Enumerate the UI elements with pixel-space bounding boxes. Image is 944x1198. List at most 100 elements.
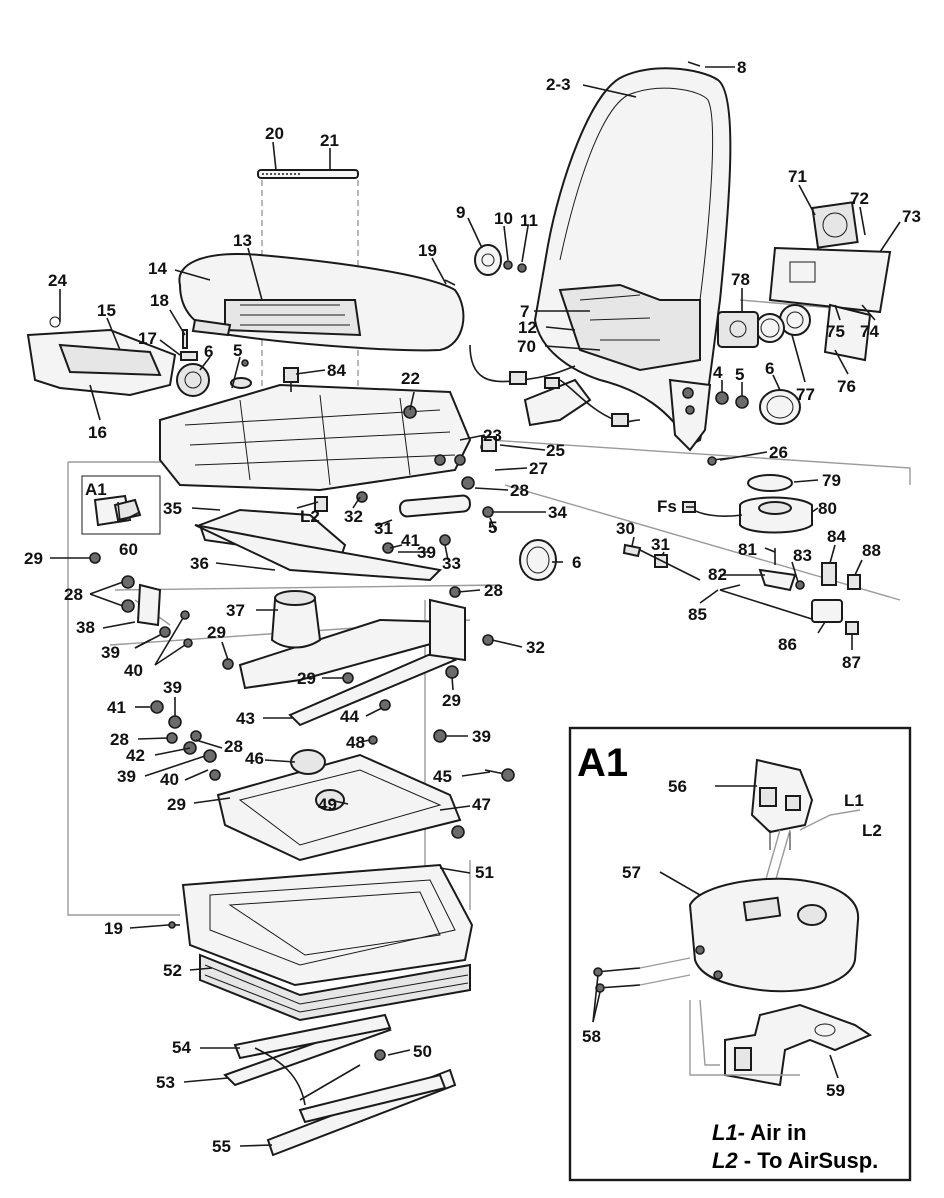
callout-40-lower: 40 xyxy=(160,770,179,789)
callout-33: 33 xyxy=(442,554,461,573)
callout-39-right: 39 xyxy=(472,727,491,746)
callout-40-left: 40 xyxy=(124,661,143,680)
inset-a1-panel xyxy=(568,726,912,1182)
callout-75: 75 xyxy=(826,322,845,341)
leader-lines xyxy=(50,66,901,1147)
callout-29-center: 29 xyxy=(207,623,226,642)
backrest-knob xyxy=(474,244,527,276)
callout-L1-inset: L1 xyxy=(844,791,864,810)
callout-79: 79 xyxy=(822,471,841,490)
inset-title: A1 xyxy=(577,741,628,785)
legend-l2: L2 - To AirSusp. xyxy=(712,1148,878,1173)
callout-6-mid: 6 xyxy=(572,553,581,572)
callout-70: 70 xyxy=(517,337,536,356)
callout-28-lower: 28 xyxy=(110,730,129,749)
upper-frame xyxy=(159,363,472,492)
legend-l2-text: - To AirSusp. xyxy=(738,1148,879,1173)
callout-60: 60 xyxy=(119,540,138,559)
callout-42: 42 xyxy=(126,746,145,765)
inset-text: A1 L1- Air in L2 - To AirSusp. xyxy=(577,741,878,1173)
callout-16: 16 xyxy=(88,423,107,442)
legend-l1: L1- Air in xyxy=(712,1120,807,1145)
callout-34: 34 xyxy=(548,503,567,522)
callout-47: 47 xyxy=(472,795,491,814)
seat-cushion xyxy=(178,169,465,352)
callout-39-upper: 39 xyxy=(163,678,182,697)
callout-10: 10 xyxy=(494,209,513,228)
callout-87: 87 xyxy=(842,653,861,672)
slide-rails xyxy=(223,1013,457,1157)
callout-74: 74 xyxy=(860,322,879,341)
callout-88: 88 xyxy=(862,541,881,560)
callout-84-cushion: 84 xyxy=(327,361,346,380)
callout-25: 25 xyxy=(546,441,565,460)
callout-12: 12 xyxy=(518,318,537,337)
callout-39-lower: 39 xyxy=(117,767,136,786)
callout-83: 83 xyxy=(793,546,812,565)
callout-52: 52 xyxy=(163,961,182,980)
callout-A1-small: A1 xyxy=(85,480,107,499)
callout-29-base: 29 xyxy=(167,795,186,814)
callout-31-right: 31 xyxy=(651,535,670,554)
callout-54: 54 xyxy=(172,1038,191,1057)
lumbar-pump-parts xyxy=(715,201,892,425)
callout-85: 85 xyxy=(688,605,707,624)
callout-53: 53 xyxy=(156,1073,175,1092)
callout-4: 4 xyxy=(713,363,723,382)
legend-l2-key: L2 xyxy=(712,1148,738,1173)
callout-38: 38 xyxy=(76,618,95,637)
scissor-mechanism xyxy=(194,494,557,727)
callout-39-mid: 39 xyxy=(417,543,436,562)
callout-44: 44 xyxy=(340,707,359,726)
seat-back xyxy=(523,61,732,452)
callout-28-right: 28 xyxy=(510,481,529,500)
callout-23: 23 xyxy=(483,426,502,445)
callout-28-lower-right: 28 xyxy=(224,737,243,756)
small-parts xyxy=(168,279,497,929)
callout-24: 24 xyxy=(48,271,67,290)
callout-41-lower: 41 xyxy=(107,698,126,717)
callout-L2-main: L2 xyxy=(300,507,320,526)
callout-6-back: 6 xyxy=(765,359,774,378)
callout-58: 58 xyxy=(582,1027,601,1046)
callout-51: 51 xyxy=(475,863,494,882)
callout-18: 18 xyxy=(150,291,169,310)
callout-5-back: 5 xyxy=(735,365,744,384)
callout-49: 49 xyxy=(318,795,337,814)
callout-15: 15 xyxy=(97,301,116,320)
callout-81: 81 xyxy=(738,540,757,559)
callout-8: 8 xyxy=(737,58,746,77)
callout-28-mid: 28 xyxy=(484,581,503,600)
callout-43: 43 xyxy=(236,709,255,728)
callout-5-cushion: 5 xyxy=(233,341,242,360)
callout-5-mid: 5 xyxy=(488,518,497,537)
callout-29-arm: 29 xyxy=(297,669,316,688)
callout-72: 72 xyxy=(850,189,869,208)
callout-28-left: 28 xyxy=(64,585,83,604)
callout-7: 7 xyxy=(520,302,529,321)
callout-20: 20 xyxy=(265,124,284,143)
callout-82: 82 xyxy=(708,565,727,584)
callout-11: 11 xyxy=(520,211,538,230)
wiring-harness xyxy=(469,344,641,427)
lower-frame xyxy=(216,749,462,862)
callout-9: 9 xyxy=(456,203,465,222)
armrest xyxy=(26,316,177,397)
callout-17: 17 xyxy=(138,329,157,348)
base-pan xyxy=(181,863,474,1022)
callout-29-right: 29 xyxy=(442,691,461,710)
callout-37: 37 xyxy=(226,601,245,620)
callout-41-mid: 41 xyxy=(401,531,420,550)
callout-26: 26 xyxy=(769,443,788,462)
callout-36: 36 xyxy=(190,554,209,573)
callout-45: 45 xyxy=(433,767,452,786)
callout-6-cushion: 6 xyxy=(204,342,213,361)
callout-57: 57 xyxy=(622,863,641,882)
callout-19-base: 19 xyxy=(104,919,123,938)
callout-76: 76 xyxy=(837,377,856,396)
callout-19-top: 19 xyxy=(418,241,437,260)
callout-27: 27 xyxy=(529,459,548,478)
legend-l1-key: L1- xyxy=(712,1120,745,1145)
callout-L2-inset: L2 xyxy=(862,821,882,840)
